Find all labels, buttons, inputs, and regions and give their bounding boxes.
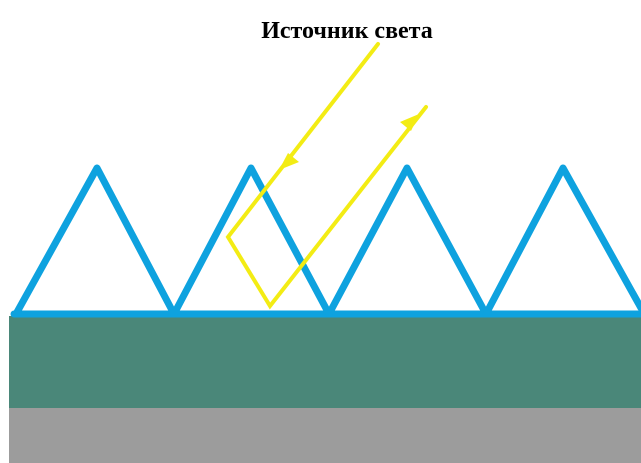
light-ray: [225, 42, 428, 310]
triangle-texture: [10, 164, 641, 318]
light-ray-path: [225, 42, 428, 310]
light-source-label: Источник света: [261, 18, 433, 44]
green-layer: [9, 316, 641, 408]
triangle-4: [482, 164, 641, 318]
reflected-arrow-icon: [400, 114, 419, 131]
triangle-2: [170, 164, 333, 318]
gray-base-layer: [9, 408, 641, 463]
ray-arrows: [279, 114, 419, 170]
incident-arrow-icon: [279, 153, 299, 170]
triangle-3: [325, 164, 490, 318]
triangle-1: [12, 164, 178, 318]
